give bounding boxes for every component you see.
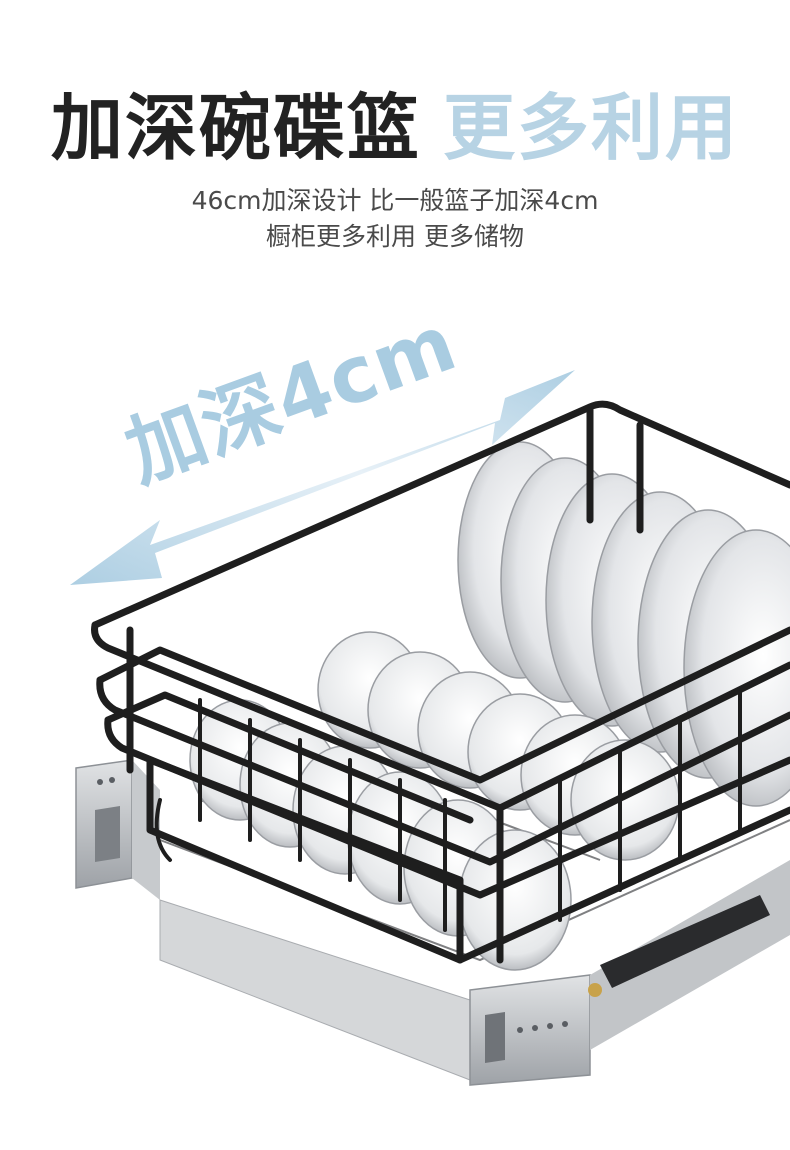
wire-basket-dividers: [154, 688, 742, 932]
dish-basket-illustration: [70, 370, 790, 1086]
slide-rail-frame: [75, 759, 790, 1086]
headline-primary: 加深碗碟篮: [50, 86, 421, 170]
subtitle-line-2: 橱柜更多利用 更多储物: [266, 222, 524, 251]
headline-accent: 更多利用: [443, 86, 740, 170]
double-arrow-icon: [70, 370, 575, 585]
plate-stack: [457, 441, 790, 807]
headline: 加深碗碟篮更多利用: [0, 78, 790, 178]
subtitle-line-1: 46cm加深设计 比一般篮子加深4cm: [191, 186, 599, 215]
wire-basket: [91, 400, 790, 964]
